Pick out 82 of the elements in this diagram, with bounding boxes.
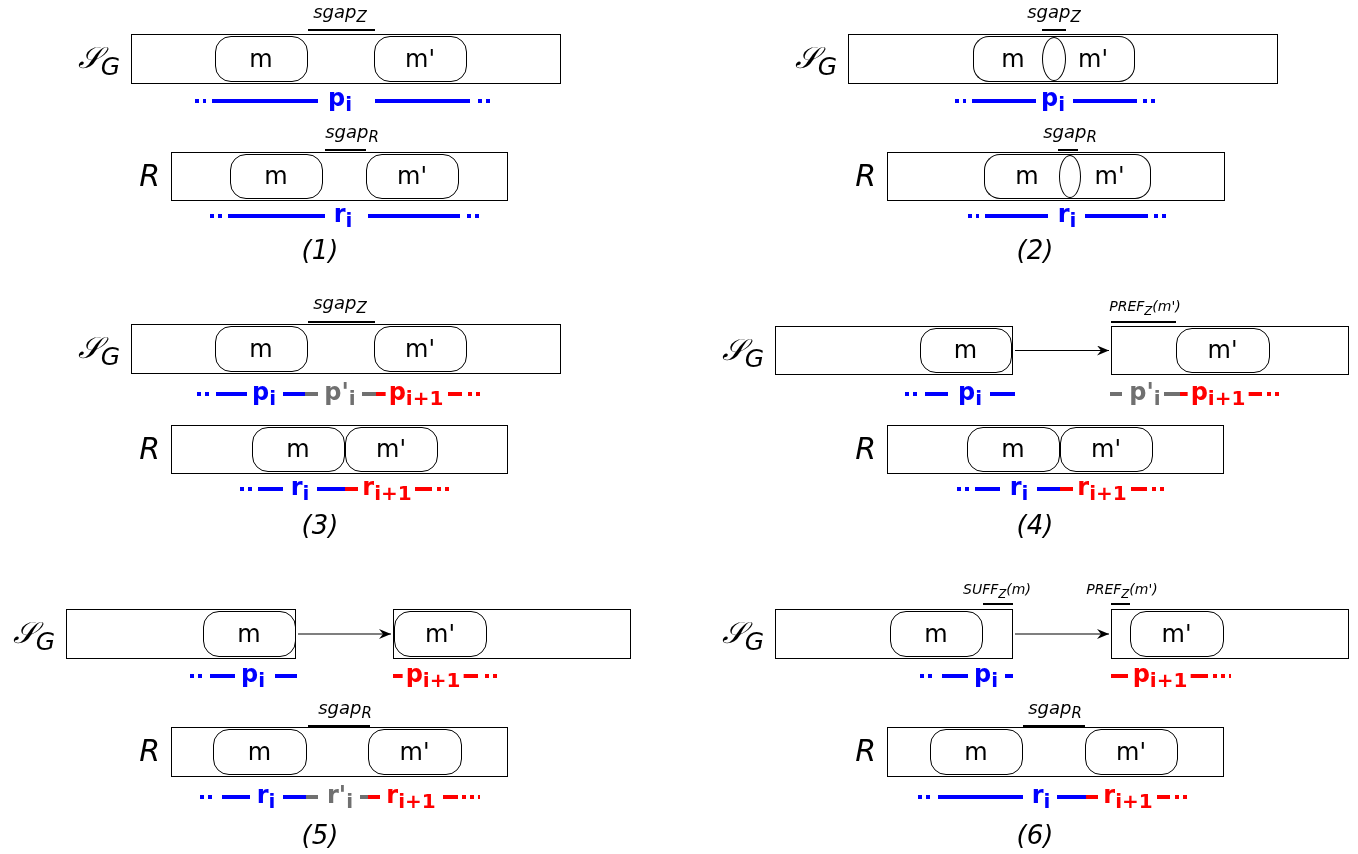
gap-label: sgap$_{R}$ [1043,122,1097,146]
rounded-box [919,327,1012,373]
box-label: m [924,621,948,646]
row-label: 𝒮$_{G}$ [77,43,120,79]
box-label: m' [405,336,435,361]
row-label: R [855,736,876,766]
box-label: m [247,739,272,764]
rounded-box [1059,426,1153,472]
rounded-box [966,426,1060,472]
row-label: 𝒮$_{G}$ [721,618,764,654]
row-label: R [139,736,160,766]
rounded-box [251,426,345,472]
bound-label: PREF$_{Z}$(m') [1109,298,1181,318]
panel-number: (6) [1016,822,1054,848]
rounded-box [202,610,296,657]
rounded-box [229,153,323,199]
bound-label: PREF$_{Z}$(m') [1086,581,1158,601]
rounded-box [365,153,459,199]
rounded-box [393,610,487,657]
rounded-box [1129,610,1224,657]
arrow [1014,345,1110,356]
box-label: m' [425,621,455,646]
box-label: m' [376,437,406,461]
box-label: m [953,338,978,362]
box-label: m' [1116,739,1146,764]
row-label: R [855,434,876,464]
arrow [297,629,392,639]
panel-number: (3) [301,512,339,538]
rounded-box [929,728,1023,775]
rounded-box [214,35,308,82]
panel-number: (2) [1016,237,1054,263]
box-label: m [237,621,261,646]
box-label: m [1015,164,1039,188]
box-label: m [286,437,310,461]
rounded-box [344,426,438,472]
panel-number: (1) [301,237,339,263]
row-label: 𝒮$_{G}$ [721,335,764,371]
box-label: m' [399,739,430,764]
gap-label: sgap$_{R}$ [325,122,379,146]
row-label: 𝒮$_{G}$ [77,333,120,369]
row-label: R [139,434,160,464]
box-label: m' [1207,338,1238,362]
box-label: m' [1078,46,1108,71]
rounded-box [212,728,307,775]
rounded-box [214,325,308,372]
rounded-box [367,728,462,775]
rounded-box [373,35,467,82]
gap-label: sgap$_{Z}$ [1027,2,1081,26]
rounded-box [1052,35,1135,82]
box-label: m [1001,437,1025,461]
rounded-box [373,325,467,372]
box-label: m [964,739,988,764]
arrow [1014,629,1110,639]
rectangle [1111,609,1349,659]
rounded-box [972,35,1053,82]
rounded-box [1069,153,1151,199]
box-label: m' [397,164,427,188]
bound-label: SUFF$_{Z}$(m) [963,581,1031,601]
row-label: 𝒮$_{G}$ [12,618,55,654]
box-label: m [249,336,273,361]
box-label: m' [405,46,435,71]
gap-label: sgap$_{Z}$ [313,2,367,26]
rounded-box [889,610,983,657]
row-label: R [139,161,160,191]
gap-label: sgap$_{Z}$ [313,293,367,317]
row-label: 𝒮$_{G}$ [794,43,837,79]
row-label: R [855,161,876,191]
box-label: m' [1091,437,1121,461]
panel-number: (5) [301,822,339,848]
box-label: m [249,46,273,71]
box-label: m [1001,46,1025,71]
rectangle [393,609,631,659]
box-label: m' [1161,621,1192,646]
gap-label: sgap$_{R}$ [318,698,372,722]
rounded-box [983,153,1070,199]
box-label: m [264,164,288,188]
rounded-box [1084,728,1178,775]
rounded-box [1175,327,1270,373]
panel-number: (4) [1016,512,1054,538]
rectangle [1111,326,1349,375]
gap-label: sgap$_{R}$ [1028,698,1082,722]
box-label: m' [1094,164,1125,188]
